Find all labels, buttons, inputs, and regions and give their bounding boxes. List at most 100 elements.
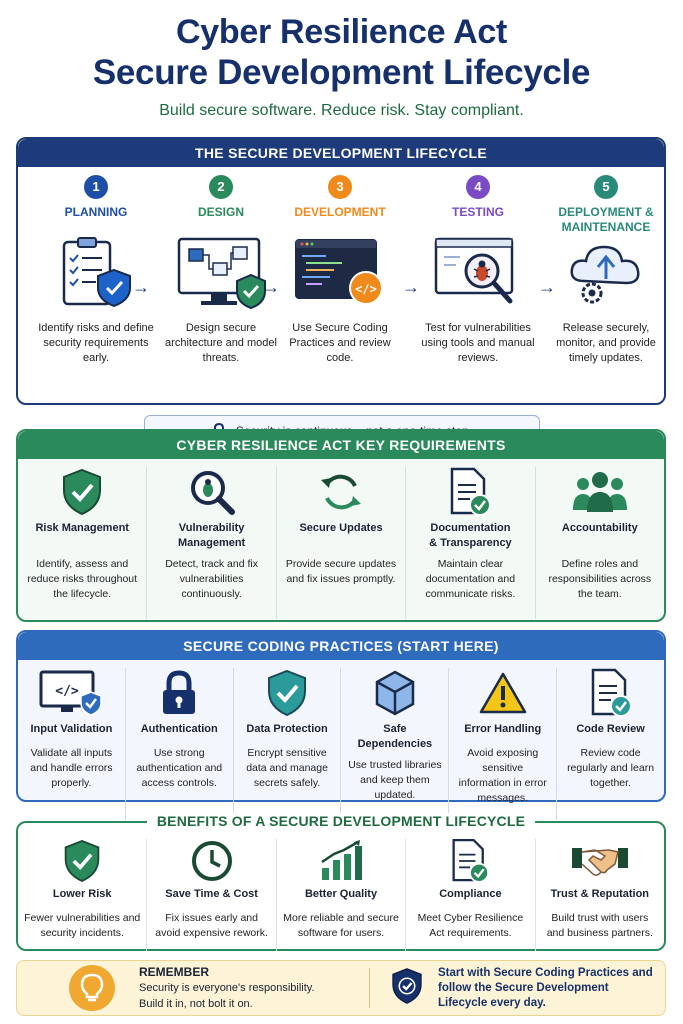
secure-coding-panel: SECURE CODING PRACTICES (START HERE) </>… (16, 630, 666, 820)
cra-item-title: Accountability (561, 522, 638, 534)
warning-icon (455, 668, 550, 718)
arrow-right-icon: → (132, 277, 150, 297)
cra-item-title-line1: Vulnerability (178, 522, 245, 534)
code-editor-icon: </> (280, 235, 400, 311)
coding-item-description: Avoid exposing sensitive information in … (458, 747, 547, 804)
coding-item-description: Use strong authentication and access con… (136, 747, 223, 789)
benefit-title: Lower Risk (52, 888, 112, 900)
benefits-heading: BENEFITS OF A SECURE DEVELOPMENT LIFECYC… (146, 813, 536, 829)
cra-item-risk-management: Risk Management Identify, assess and red… (18, 467, 148, 619)
cube-icon (347, 668, 442, 718)
cra-item-description: Provide secure updates and fix issues pr… (285, 558, 397, 585)
clipboard-shield-icon (36, 235, 156, 311)
coding-item-error-handling: Error Handling Avoid exposing sensitive … (449, 668, 558, 820)
benefit-better-quality: Better Quality More reliable and secure … (277, 839, 407, 951)
step-description: Release securely, monitor, and provide t… (556, 322, 656, 364)
step-label-line1: DEPLOYMENT & (558, 205, 654, 219)
remember-block: REMEMBER Security is everyone's responsi… (139, 965, 359, 1011)
page-subtitle: Build secure software. Reduce risk. Stay… (159, 102, 524, 119)
coding-item-description: Encrypt sensitive data and manage secret… (246, 747, 328, 789)
step-design: 2 DESIGN Design secure architecture and … (161, 175, 281, 366)
document-check-icon (563, 668, 658, 718)
lifecycle-heading: THE SECURE DEVELOPMENT LIFECYCLE (18, 139, 664, 167)
benefit-title: Trust & Reputation (550, 888, 650, 900)
benefit-description: More reliable and secure software for us… (283, 912, 399, 939)
step-label: DEPLOYMENT & MAINTENANCE (546, 205, 666, 235)
coding-item-title: Input Validation (30, 723, 113, 735)
benefit-lower-risk: Lower Risk Fewer vulnerabilities and sec… (18, 839, 148, 951)
footer-divider (369, 968, 370, 1008)
coding-item-code-review: Code Review Review code regularly and le… (557, 668, 664, 820)
shield-check-icon (24, 467, 140, 517)
benefit-title: Better Quality (304, 888, 378, 900)
step-number: 2 (209, 175, 233, 199)
handshake-icon (542, 839, 658, 883)
lifecycle-steps: 1 PLANNING Identify risks and define sec… (18, 167, 666, 447)
cra-item-title-line2: & Transparency (429, 537, 512, 549)
coding-heading: SECURE CODING PRACTICES (START HERE) (18, 632, 664, 660)
step-description: Use Secure Coding Practices and review c… (289, 322, 391, 364)
cra-item-title: Risk Management (35, 522, 129, 534)
coding-item-description: Review code regularly and learn together… (567, 747, 655, 789)
coding-item-title: Safe Dependencies (357, 723, 433, 750)
coding-item-title: Code Review (576, 723, 645, 735)
step-number: 1 (84, 175, 108, 199)
step-development: 3 DEVELOPMENT </> Use Sec (280, 175, 400, 366)
step-label: TESTING (451, 205, 504, 219)
monitor-diagram-icon (161, 235, 281, 311)
footer-banner: REMEMBER Security is everyone's responsi… (16, 960, 666, 1016)
cra-item-description: Define roles and responsibilities across… (548, 558, 652, 600)
step-number: 4 (466, 175, 490, 199)
arrow-right-icon: → (538, 277, 556, 297)
step-deployment: 5 DEPLOYMENT & MAINTENANCE Release secur… (546, 175, 666, 366)
benefit-save-time: Save Time & Cost Fix issues early and av… (147, 839, 277, 951)
document-check-icon (412, 838, 528, 883)
refresh-icon (283, 467, 399, 517)
arrow-right-icon: → (402, 277, 420, 297)
shield-check-icon (240, 668, 335, 718)
cra-item-description: Identify, assess and reduce risks throug… (27, 558, 138, 600)
document-check-icon (412, 467, 528, 517)
svg-text:</>: </> (56, 684, 80, 699)
coding-item-safe-dependencies: Safe Dependencies Use trusted libraries … (341, 668, 450, 820)
bug-magnifier-icon (153, 467, 269, 517)
step-description: Design secure architecture and model thr… (165, 322, 277, 364)
remember-line2: Build it in, not bolt it on. (139, 998, 253, 1010)
benefit-title: Save Time & Cost (165, 888, 258, 900)
clock-icon (153, 839, 269, 883)
shield-check-icon (24, 839, 140, 883)
coding-item-title: Error Handling (464, 723, 542, 735)
benefit-title: Compliance (439, 888, 502, 900)
cra-item-title: Vulnerability Management (153, 521, 269, 551)
benefits-panel: BENEFITS OF A SECURE DEVELOPMENT LIFECYC… (16, 813, 666, 951)
step-planning: 1 PLANNING Identify risks and define sec… (36, 175, 156, 366)
benefit-description: Meet Cyber Resilience Act requirements. (417, 912, 524, 939)
benefit-description: Fix issues early and avoid expensive rew… (155, 912, 268, 939)
step-number: 3 (328, 175, 352, 199)
coding-item-data-protection: Data Protection Encrypt sensitive data a… (234, 668, 342, 820)
cra-item-description: Detect, track and fix vulnerabilities co… (165, 558, 258, 600)
cra-requirements-panel: CYBER RESILIENCE ACT KEY REQUIREMENTS Ri… (16, 429, 666, 622)
svg-text:</>: </> (355, 282, 377, 296)
coding-item-description: Validate all inputs and handle errors pr… (30, 747, 113, 789)
step-label: DESIGN (197, 205, 244, 219)
page-header: Cyber Resilience Act Secure Development … (0, 0, 683, 120)
step-number: 5 (594, 175, 618, 199)
arrow-right-icon: → (262, 277, 280, 297)
bar-chart-icon (283, 839, 399, 883)
step-label: PLANNING (64, 205, 128, 219)
benefit-description: Fewer vulnerabilities and security incid… (24, 912, 141, 939)
monitor-code-icon: </> (24, 668, 119, 718)
cra-item-title-line1: Documentation (430, 522, 511, 534)
footer-call-to-action: Start with Secure Coding Practices and f… (438, 966, 653, 1009)
page-title-line2: Secure Development Lifecycle (92, 53, 591, 92)
bug-magnifier-icon (418, 235, 538, 311)
step-description: Identify risks and define security requi… (38, 322, 154, 364)
page-title-line1: Cyber Resilience Act (176, 13, 507, 51)
cra-item-accountability: Accountability Define roles and responsi… (536, 467, 664, 619)
remember-title: REMEMBER (139, 965, 210, 979)
step-label-line2: MAINTENANCE (561, 220, 651, 234)
benefit-compliance: Compliance Meet Cyber Resilience Act req… (406, 838, 536, 951)
step-description: Test for vulnerabilities using tools and… (421, 322, 535, 364)
cra-item-title: Documentation & Transparency (412, 521, 528, 551)
